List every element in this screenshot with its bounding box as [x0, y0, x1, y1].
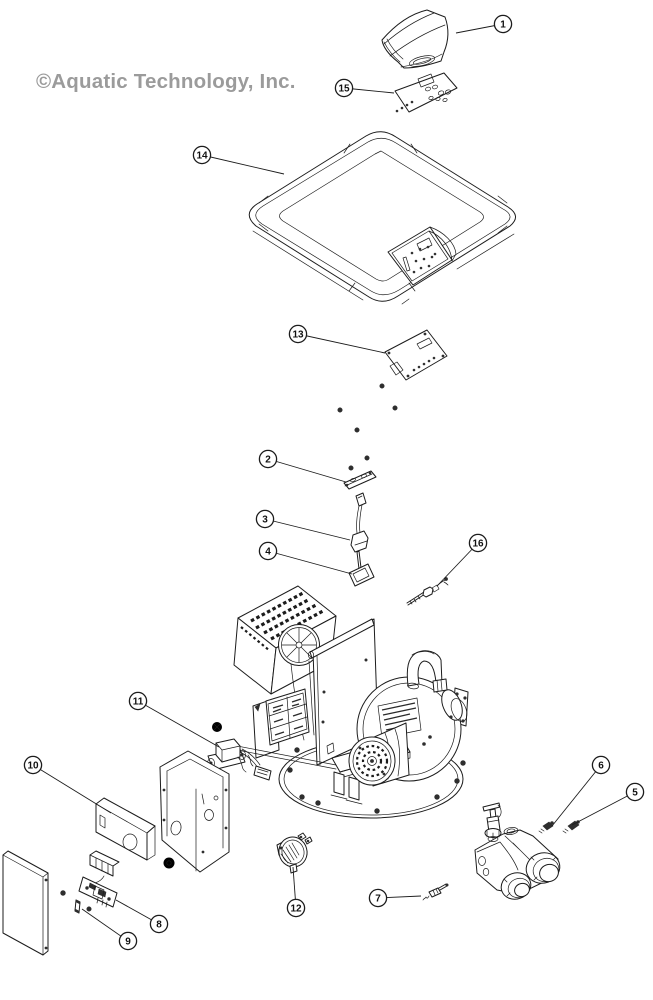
junction-box	[159, 750, 230, 873]
callout-5: 5	[571, 782, 645, 826]
callout-6: 6	[551, 755, 611, 827]
fuse-board	[60, 876, 118, 912]
callout-number-9: 9	[125, 937, 131, 948]
callout-circle-16	[468, 533, 488, 553]
callout-16: 16	[436, 533, 488, 587]
lid-bezel	[387, 226, 457, 286]
transformer	[89, 797, 156, 884]
callout-4: 4	[258, 541, 353, 575]
callout-circle-13	[288, 324, 308, 344]
pressure-switch	[276, 832, 313, 874]
callout-14: 14	[192, 145, 285, 175]
leader-line-11	[137, 700, 220, 748]
callout-number-1: 1	[500, 20, 506, 31]
access-door	[2, 850, 49, 956]
callout-number-11: 11	[133, 697, 144, 708]
control-board	[384, 329, 448, 381]
sensor-small-left	[538, 821, 554, 834]
callout-circle-12	[286, 898, 306, 918]
leader-line-4	[267, 550, 353, 575]
flame-sensor	[350, 492, 369, 573]
leader-line-14	[201, 154, 285, 175]
callout-8: 8	[115, 899, 169, 934]
callout-circle-1	[493, 14, 513, 34]
callout-7: 7	[368, 888, 422, 908]
callout-circle-6	[591, 755, 611, 775]
leader-line-16	[436, 542, 479, 587]
callout-number-14: 14	[196, 151, 208, 162]
callout-number-10: 10	[27, 761, 39, 772]
high-limit-sensor	[422, 883, 449, 901]
callout-number-12: 12	[290, 904, 302, 915]
mounting-screws	[337, 383, 398, 471]
watermark: ©Aquatic Technology, Inc.	[36, 70, 296, 93]
callout-12: 12	[286, 866, 306, 918]
top-lid	[248, 131, 516, 305]
callout-circle-11	[128, 691, 148, 711]
fuse	[74, 899, 81, 914]
callout-circle-15	[334, 78, 354, 98]
control-panel-cover	[381, 9, 449, 69]
callout-circle-10	[23, 755, 43, 775]
gasket	[348, 563, 375, 587]
leader-line-2	[267, 458, 347, 483]
callout-circle-4	[258, 541, 278, 561]
callout-13: 13	[288, 324, 386, 354]
callout-2: 2	[258, 449, 347, 483]
leader-line-10	[32, 764, 112, 814]
callout-number-4: 4	[265, 547, 271, 558]
callout-9: 9	[81, 908, 138, 951]
callout-circle-14	[192, 145, 212, 165]
callout-number-6: 6	[598, 761, 604, 772]
callout-number-8: 8	[156, 920, 162, 931]
callout-3: 3	[255, 509, 351, 541]
callout-number-15: 15	[338, 84, 350, 95]
callout-circle-7	[368, 888, 388, 908]
pressure-relief-valve	[482, 802, 502, 842]
callout-15: 15	[334, 78, 395, 98]
callout-number-7: 7	[375, 894, 381, 905]
callout-circle-2	[258, 449, 278, 469]
callout-11: 11	[128, 691, 220, 748]
callout-circle-3	[255, 509, 275, 529]
callout-number-13: 13	[292, 330, 304, 341]
leader-line-6	[551, 764, 602, 827]
callout-circle-8	[149, 914, 169, 934]
callout-10: 10	[23, 755, 112, 814]
callout-number-5: 5	[632, 788, 638, 799]
ignition-module	[207, 722, 272, 781]
leader-line-3	[264, 518, 351, 541]
sensor-bracket	[343, 470, 377, 490]
leader-line-5	[571, 791, 636, 826]
callout-circle-9	[118, 931, 138, 951]
thermistor	[406, 577, 449, 606]
warning-label-plate	[252, 688, 310, 759]
callout-number-3: 3	[262, 515, 268, 526]
callout-number-16: 16	[472, 539, 484, 550]
callout-circle-5	[625, 782, 645, 802]
callout-number-2: 2	[265, 455, 271, 466]
leader-line-9	[81, 908, 129, 942]
callout-layer: 1 15 14 13 2 3 4 16 11 10 8 9 12 7 6 5	[23, 14, 645, 951]
callout-1: 1	[455, 14, 513, 34]
membrane-keypad	[394, 72, 458, 113]
leader-line-13	[297, 333, 386, 354]
water-manifold	[474, 827, 561, 900]
